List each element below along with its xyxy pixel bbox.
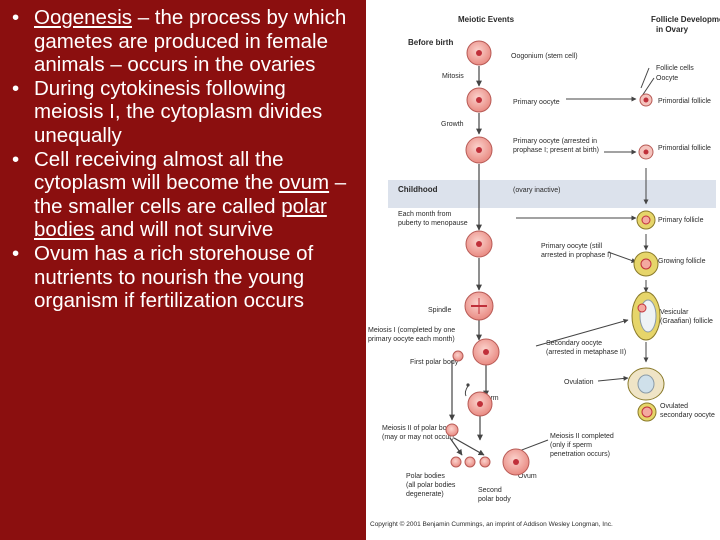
bullet-text: – the process by which gametes are produ…: [34, 6, 347, 77]
label-oocyte: Oocyte: [656, 75, 678, 82]
label-ovulated-1: Ovulated: [660, 403, 688, 410]
bullet-dot: •: [12, 76, 20, 100]
label-primary-oocyte-arrested-2: prophase I; present at birth): [513, 147, 599, 154]
oogenesis-diagram-panel: Meiotic Events Follicle Development in O…: [366, 0, 720, 540]
childhood-band: [388, 180, 716, 208]
label-childhood: Childhood: [398, 185, 438, 194]
label-primary-oocyte-arrested-1: Primary oocyte (arrested in: [513, 138, 597, 145]
bullet-text: – the smaller cells are called: [34, 171, 347, 218]
first-polar-body-cell: [452, 350, 464, 362]
fertilized-oocyte-cell: [467, 391, 493, 417]
primary-follicle: [636, 210, 656, 230]
ovulated-secondary-oocyte: [637, 402, 657, 422]
bullet-text: Cell receiving almost all the cytoplasm …: [34, 147, 284, 195]
label-growing-follicle: Growing follicle: [658, 258, 706, 265]
label-ovary-inactive: (ovary inactive): [513, 187, 560, 194]
bullet-text: During cytokinesis following meiosis I, …: [34, 76, 323, 147]
dividing-oocyte-spindle: [464, 291, 494, 321]
label-polar-bodies-1: Polar bodies: [406, 473, 445, 480]
primordial-follicle-2: [638, 144, 654, 160]
primary-oocyte-arrested-cell: [465, 136, 493, 164]
label-meiosis-ii-completed-1: Meiosis II completed: [550, 433, 614, 440]
label-meiosis-i-2: primary oocyte each month): [368, 336, 455, 343]
meiotic-arrows: [449, 66, 489, 456]
bullet-text: and will not survive: [94, 218, 274, 242]
bullet-item-cytokinesis: • During cytokinesis following meiosis I,…: [12, 77, 354, 148]
label-ovum: Ovum: [518, 473, 537, 480]
label-meiosis-ii-completed-2: (only if sperm: [550, 442, 592, 449]
bullet-item-ovum: • Cell receiving almost all the cytoplasm…: [12, 148, 354, 242]
ovulation-follicle: [627, 367, 665, 401]
label-polar-bodies-2: (all polar bodies: [406, 482, 456, 489]
primary-oocyte-still-arrested-cell: [465, 230, 493, 258]
header-follicle-development: Follicle Development: [651, 15, 720, 24]
label-oogonium: Oogonium (stem cell): [511, 53, 578, 60]
label-meiosis-i-1: Meiosis I (completed by one: [368, 327, 455, 334]
label-vesicular-1: Vesicular: [660, 309, 689, 316]
bullet-item-oogenesis: • Oogenesis – the process by which gamete…: [12, 6, 354, 77]
label-second-polar-body-1: Second: [478, 487, 502, 494]
label-before-birth: Before birth: [408, 38, 453, 47]
label-spindle: Spindle: [428, 307, 451, 314]
label-meiosis-ii-pb-1: Meiosis II of polar body: [382, 425, 454, 432]
label-primary-oocyte: Primary oocyte: [513, 99, 560, 106]
label-vesicular-2: (Graafian) follicle: [660, 318, 713, 325]
first-polar-body-dividing-cell: [445, 423, 459, 437]
label-secondary-oocyte-2: (arrested in metaphase II): [546, 349, 626, 356]
label-meiosis-ii-pb-2: (may or may not occur): [382, 434, 454, 441]
term-polar-bodies: polar bodies: [34, 194, 327, 242]
primordial-follicle-1: [639, 93, 653, 107]
label-each-month-1: Each month from: [398, 211, 451, 218]
primary-oocyte-cell: [466, 87, 492, 113]
bullet-text: Ovum has a rich storehouse of nutrients …: [34, 241, 314, 313]
label-primordial-follicle-2: Primordial follicle: [658, 145, 711, 152]
sperm-icon: [464, 383, 470, 397]
label-first-polar-body: First polar body: [410, 359, 459, 366]
oogonium-cell: [466, 40, 492, 66]
label-mitosis: Mitosis: [442, 73, 464, 80]
oogenesis-diagram: Meiotic Events Follicle Development in O…: [368, 15, 720, 528]
label-polar-bodies-3: degenerate): [406, 491, 444, 498]
term-ovum: ovum: [278, 171, 330, 195]
vesicular-follicle: [631, 291, 661, 341]
label-growth: Growth: [441, 121, 464, 128]
polar-body-cells: [450, 456, 491, 468]
label-secondary-oocyte-1: Secondary oocyte: [546, 340, 602, 347]
bullet-dot: •: [12, 241, 20, 265]
label-each-month-2: puberty to menopause: [398, 220, 468, 227]
bullet-panel: • Oogenesis – the process by which gamete…: [0, 0, 366, 313]
bullet-item-nutrients: • Ovum has a rich storehouse of nutrients…: [12, 242, 354, 313]
bullet-list: • Oogenesis – the process by which gamete…: [0, 0, 366, 313]
bullet-dot: •: [12, 147, 20, 171]
label-ovulation: Ovulation: [564, 379, 594, 386]
growing-follicle: [633, 251, 659, 277]
label-primary-oocyte-still-2: arrested in prophase I): [541, 252, 611, 259]
label-primordial-follicle: Primordial follicle: [658, 98, 711, 105]
label-meiosis-ii-completed-3: penetration occurs): [550, 451, 610, 458]
secondary-oocyte-cell: [472, 338, 500, 366]
ovum-cell: [502, 448, 530, 476]
label-follicle-cells: Follicle cells: [656, 65, 694, 72]
label-primary-oocyte-still-1: Primary oocyte (still: [541, 243, 603, 250]
label-ovulated-2: secondary oocyte: [660, 412, 715, 419]
label-second-polar-body-2: polar body: [478, 496, 511, 503]
header-in-ovary: in Ovary: [656, 25, 689, 34]
term-oogenesis: Oogenesis: [34, 6, 133, 29]
copyright-notice: Copyright © 2001 Benjamin Cummings, an i…: [370, 520, 613, 528]
bullet-dot: •: [12, 6, 20, 29]
header-meiotic-events: Meiotic Events: [458, 15, 515, 24]
label-primary-follicle: Primary follicle: [658, 217, 704, 224]
follicle-arrows: [505, 67, 655, 457]
